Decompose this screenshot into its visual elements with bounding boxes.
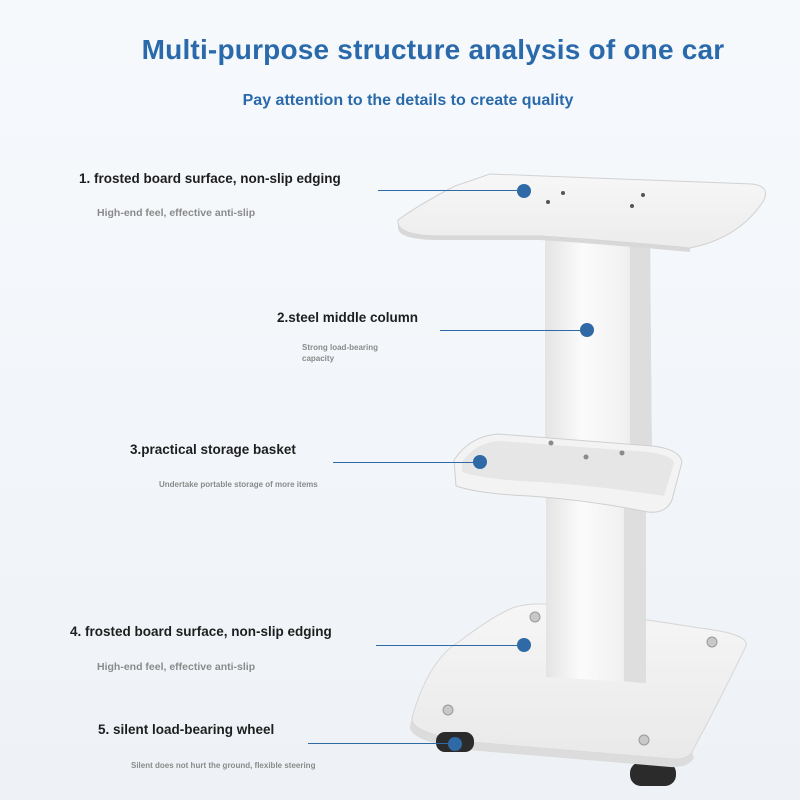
feature-4-desc: High-end feel, effective anti-slip [97,661,256,673]
feature-3-leader-line [333,462,479,463]
page-title: Multi-purpose structure analysis of one … [141,34,725,65]
feature-1-marker [517,184,531,198]
upper-column [545,236,652,470]
feature-3-marker [473,455,487,469]
storage-basket [453,433,683,513]
feature-1-title: 1. frosted board surface, non-slip edgin… [79,171,341,186]
feature-5-leader-line [308,743,454,744]
feature-4-marker [517,638,531,652]
feature-4-title: 4. frosted board surface, non-slip edgin… [70,624,332,639]
feature-2-marker [580,323,594,337]
feature-2-leader-line [440,330,586,331]
feature-3-desc: Undertake portable storage of more items [159,480,318,489]
feature-5-desc: Silent does not hurt the ground, flexibl… [131,761,316,770]
feature-2-title: 2.steel middle column [277,310,419,325]
lower-column [546,495,646,683]
page-subtitle: Pay attention to the details to create q… [242,92,574,109]
feature-1-desc: High-end feel, effective anti-slip [97,207,256,219]
top-tray [397,173,766,252]
feature-5-marker [448,737,462,751]
feature-1-leader-line [378,190,523,191]
feature-4-leader-line [376,645,523,646]
feature-2-desc: Strong load-bearing capacity [302,343,378,363]
feature-5-title: 5. silent load-bearing wheel [98,722,275,737]
feature-3-title: 3.practical storage basket [130,442,296,457]
